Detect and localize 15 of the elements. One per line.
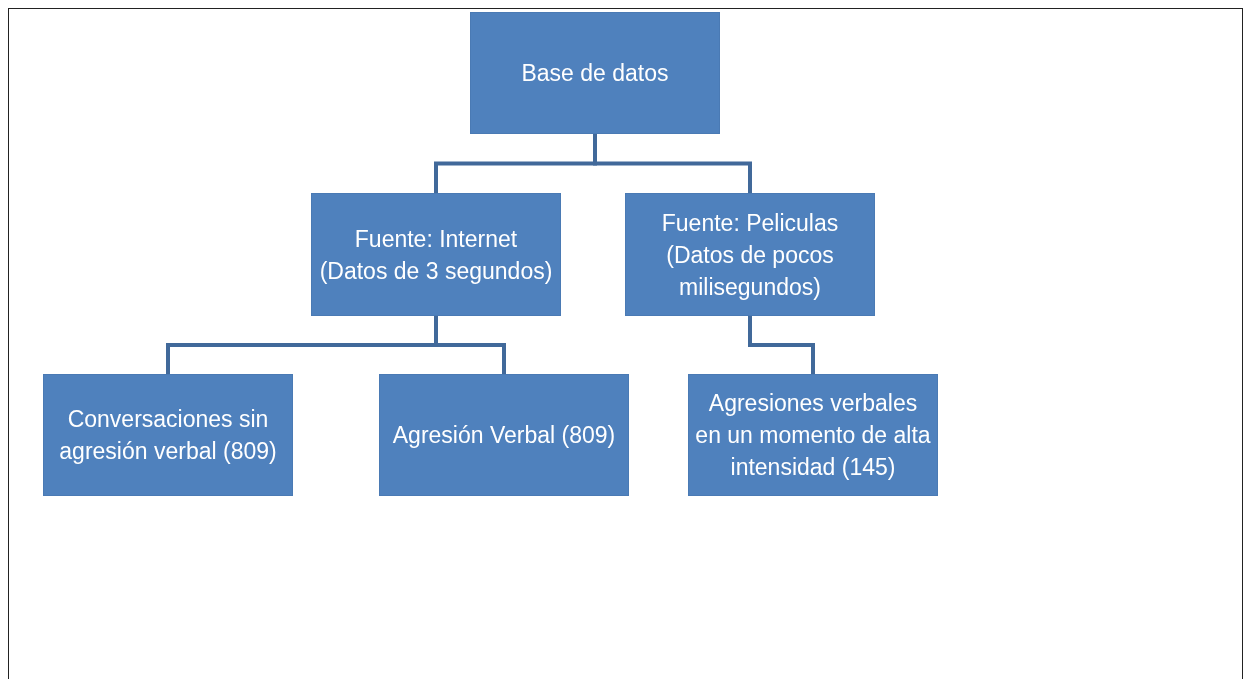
box-label: Base de datos [521,59,669,88]
connector-line [434,316,506,374]
box-label: Fuente: Peliculas (Datos de pocos milisegundos) [660,208,840,302]
process-box [311,193,561,316]
process-box [470,12,720,134]
process-box [379,374,629,496]
box-label: Agresiones verbales en un momento de alta intensidad (145) [695,389,931,482]
process-box [43,374,293,496]
process-box [688,374,938,496]
box-label: Conversaciones sin agresión verbal (809) [58,405,278,466]
box-label: Agresión Verbal (809) [392,421,616,450]
process-box [625,193,875,316]
connector-line [748,316,815,374]
box-label: Fuente: Internet (Datos de 3 segundos) [318,224,554,286]
connector-line [593,134,752,193]
